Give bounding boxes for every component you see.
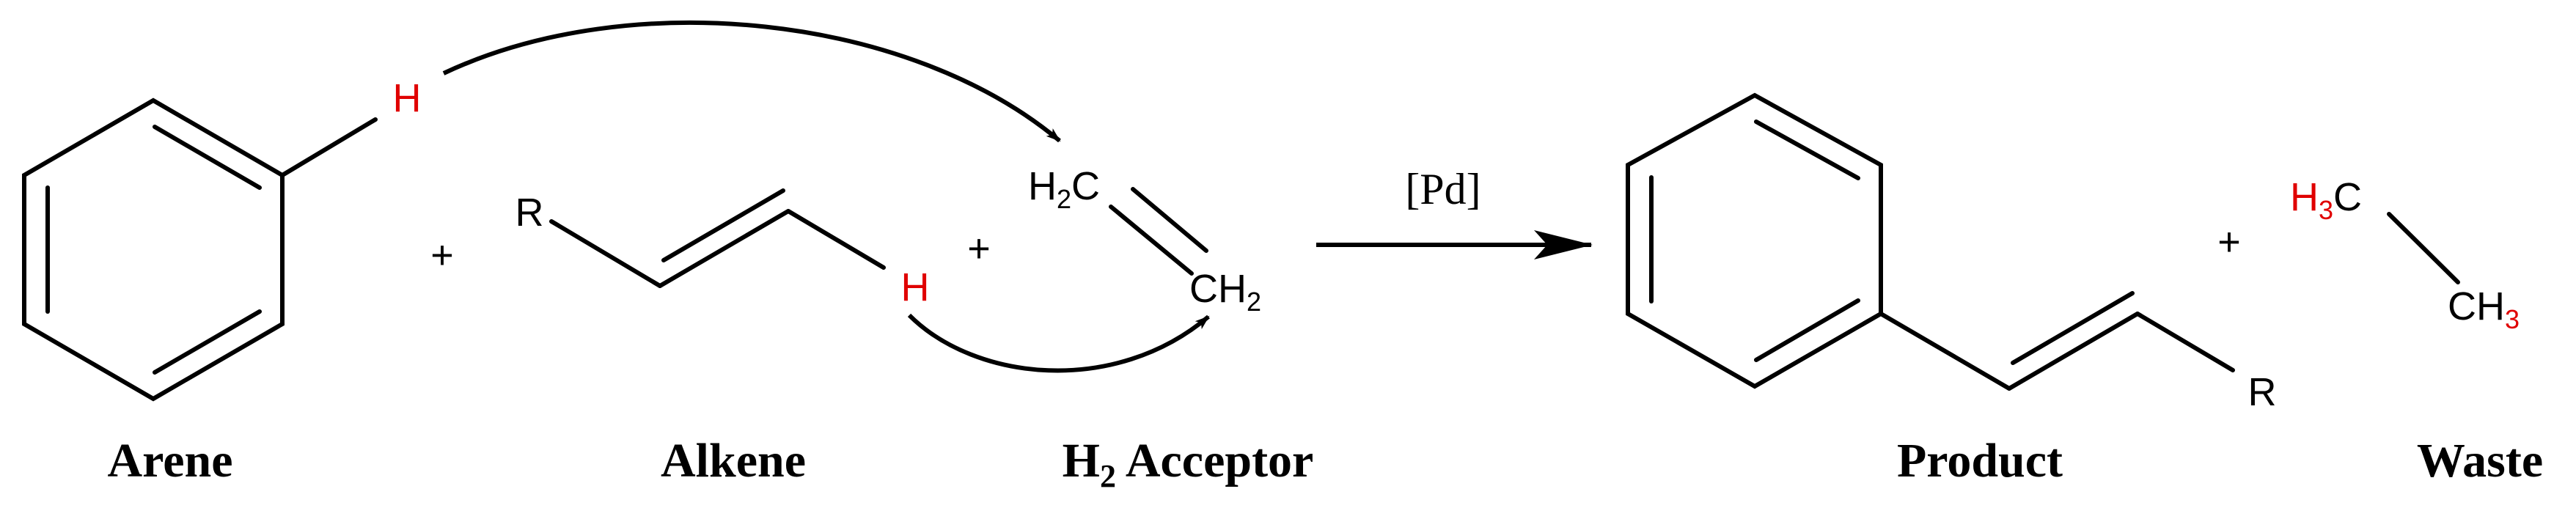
waste-single-bond xyxy=(2387,212,2460,284)
label-product: Product xyxy=(1897,434,2063,487)
waste-ch3-bottom: CH3 xyxy=(2448,284,2520,334)
product-molecule: R xyxy=(1626,92,2277,414)
plus-sign: + xyxy=(430,233,454,277)
curved-arrow-alkene-h xyxy=(907,313,1210,373)
product-r-group: R xyxy=(2248,370,2277,414)
catalyst-label: [Pd] xyxy=(1405,165,1480,213)
label-acceptor: H2 Acceptor xyxy=(1063,434,1314,494)
alkene-h-atom: H xyxy=(901,265,930,309)
waste-molecule: H3C CH3 xyxy=(2290,175,2520,334)
label-arene: Arene xyxy=(107,434,232,487)
alkene-double-bond-inner xyxy=(661,188,785,262)
arene-inner-bond xyxy=(153,125,262,190)
acceptor-molecule: H2C CH2 xyxy=(1028,164,1261,317)
alkene-double-bond xyxy=(658,209,790,288)
product-vinyl-bond xyxy=(1879,312,2011,391)
product-ring xyxy=(1626,92,1883,389)
arene-ring xyxy=(22,97,285,402)
plus-sign: + xyxy=(967,227,991,270)
alkene-r-group: R xyxy=(515,191,544,235)
label-alkene: Alkene xyxy=(661,434,806,487)
arene-h-atom: H xyxy=(393,76,422,120)
alkene-molecule: R H xyxy=(515,188,930,309)
product-r-bond xyxy=(2135,312,2235,372)
arene-molecule: H xyxy=(22,76,422,402)
acceptor-ch2-top: H2C xyxy=(1028,164,1100,214)
plus-sign: + xyxy=(2217,220,2241,264)
product-inner-bond xyxy=(1754,298,1860,362)
waste-ch3-top: H3C xyxy=(2290,175,2362,225)
arene-inner-bond xyxy=(153,309,262,375)
alkene-h-bond xyxy=(786,209,886,270)
acceptor-ch2-bottom: CH2 xyxy=(1189,267,1261,317)
alkene-bond xyxy=(549,219,662,288)
acceptor-double-bond-inner xyxy=(1131,187,1208,253)
product-double-bond xyxy=(2007,312,2140,391)
label-waste: Waste xyxy=(2417,434,2543,487)
curved-arrow-arene-h xyxy=(442,20,1061,143)
product-inner-bond xyxy=(1754,119,1860,180)
acceptor-double-bond xyxy=(1109,205,1194,276)
arene-h-bond xyxy=(280,117,378,177)
product-double-bond-inner xyxy=(2011,291,2135,365)
